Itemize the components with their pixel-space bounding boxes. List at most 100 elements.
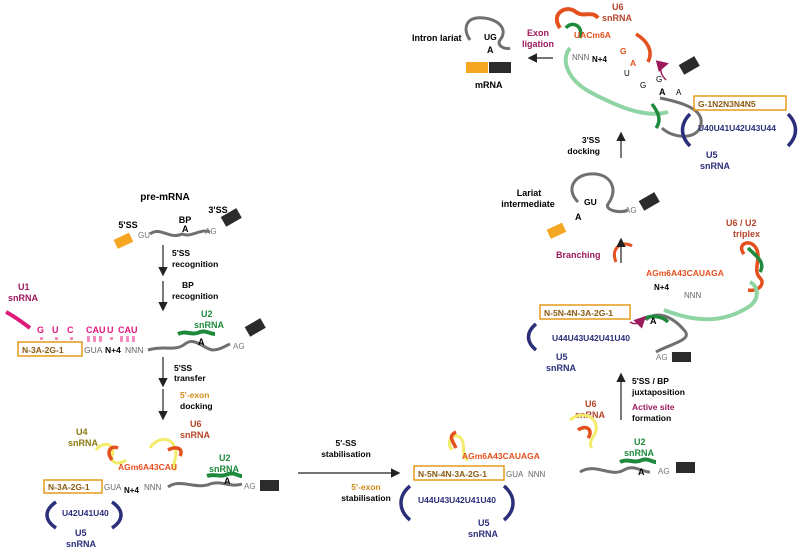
intron-lariat-strand <box>464 16 511 50</box>
u5-label-active: U5 <box>556 352 568 362</box>
gua-label-3: GUA <box>104 483 122 492</box>
step-5ss-transfer: 5'SS <box>174 363 192 373</box>
3-exon-box-5 <box>672 352 691 362</box>
nnn-label-5: NNN <box>684 291 702 300</box>
3-exon-box-3 <box>260 480 279 491</box>
gu-label-6: GU <box>584 197 597 207</box>
u1-base-u: U <box>52 325 59 335</box>
step-5exon-docking-2: docking <box>180 401 213 411</box>
3-exon-box-4 <box>676 462 695 473</box>
u4-label: U4 <box>76 427 88 437</box>
3-exon-box-2 <box>244 318 266 337</box>
5-exon-box-6 <box>546 222 567 239</box>
step-active-site: Active site <box>632 402 675 412</box>
intron-line-2 <box>147 340 231 352</box>
bp-a-5: A <box>650 316 657 326</box>
n4-label-3: N+4 <box>124 486 139 495</box>
mrna-3-exon <box>489 62 511 73</box>
u5-strand-left <box>45 500 123 530</box>
pre-mrna-panel: pre-mRNA 5'SS 3'SS BP GU A AG <box>113 192 242 249</box>
step-5ss-recognition-2: recognition <box>172 259 218 269</box>
exon-ligation-label-2: ligation <box>522 39 554 49</box>
gua-label: GUA <box>84 345 103 355</box>
exon-ligation-label: Exon <box>527 28 549 38</box>
u1-base-c: C <box>67 325 74 335</box>
intron-lariat-label: Intron lariat <box>412 33 462 43</box>
5-exon-box <box>113 232 134 249</box>
step-5ss-stabilisation: 5'-SS <box>336 438 357 448</box>
u5-snrna-label-mid: snRNA <box>468 529 499 539</box>
bp-label: BP <box>179 215 192 225</box>
u2-label-3: U2 <box>219 453 231 463</box>
svg-text:A: A <box>676 88 682 97</box>
intron-line <box>149 229 211 237</box>
u2-snrna-label: snRNA <box>194 320 225 330</box>
u2-snrna-label-4: snRNA <box>624 448 655 458</box>
active-site-panel: U6 / U2 triplex AGm6A43CAUAGA N+4 NNN N-… <box>526 218 764 373</box>
bp-a-2: A <box>198 337 205 347</box>
step-active-site-2: formation <box>632 413 671 423</box>
lariat-a: A <box>487 45 494 55</box>
triplex-label: U6 / U2 <box>726 218 757 228</box>
stabilised-panel: U6 snRNA AGm6A43CAUAGA N-5N-4N-3A-2G-1 G… <box>399 399 695 539</box>
lariat-intermediate-label-2: intermediate <box>501 199 555 209</box>
u4-strand-2 <box>148 438 178 472</box>
u5-snrna-label-active: snRNA <box>546 363 577 373</box>
nnn-label-3: NNN <box>144 483 162 492</box>
u1-base-cau2: CAU <box>118 325 138 335</box>
juxtaposition-step: 5'SS / BP juxtaposition Active site form… <box>616 372 685 423</box>
u6-seq-ligation: UACm6A <box>574 30 611 40</box>
lariat-intermediate-panel: Lariat intermediate GU A AG <box>501 172 660 239</box>
transfer-panel: U4 snRNA U6 snRNA AGm6A43CAU N-3A-2G-1 G… <box>43 419 279 549</box>
3-exon-box-7 <box>678 56 700 75</box>
ug-label: UG <box>484 32 497 42</box>
exon-box-top-text: G-1N2N3N4N5 <box>698 99 756 109</box>
u5-seq-mid: U44U43U42U41U40 <box>418 495 496 505</box>
3-exon-box-6 <box>638 192 660 211</box>
u6-seq-top: AGm6A43CAUAGA <box>646 268 724 278</box>
n4-label-5: N+4 <box>654 283 669 292</box>
gu-label: GU <box>138 231 150 240</box>
left-steps: 5'SS recognition BP recognition 5'SS tra… <box>158 245 218 421</box>
step-5exon-docking: 5'-exon <box>180 390 209 400</box>
3ss-docking-step: 3'SS docking <box>567 131 626 158</box>
gua-label-4: GUA <box>506 470 524 479</box>
step-juxtaposition: 5'SS / BP <box>632 376 669 386</box>
step-5exon-stabilisation-2: stabilisation <box>341 493 391 503</box>
bp-a: A <box>182 224 189 234</box>
intron-line-4 <box>579 466 651 474</box>
3ss-label: 3'SS <box>208 205 227 215</box>
intron-line-7 <box>659 96 703 138</box>
exon-box-active-text: N-5N-4N-3A-2G-1 <box>544 308 613 318</box>
mrna-5-exon <box>466 62 488 73</box>
branching-step: Branching <box>556 237 626 263</box>
exon-box-mid-text: N-5N-4N-3A-2G-1 <box>418 469 487 479</box>
triplex-label-2: triplex <box>733 229 760 239</box>
u5-strand-mid <box>399 484 515 522</box>
exon-box-left-text: N-3A-2G-1 <box>22 345 64 355</box>
exon-ligation-step: Exon ligation Intron lariat UG A mRNA <box>412 16 554 90</box>
bp-a-6: A <box>575 212 582 222</box>
ag-label-2: AG <box>233 342 245 351</box>
stabilisation-step: 5'-SS stabilisation 5'-exon stabilisatio… <box>298 438 401 503</box>
step-5ss-transfer-2: transfer <box>174 373 206 383</box>
u6-label-mid: U6 <box>585 399 597 409</box>
mrna-label: mRNA <box>475 80 503 90</box>
u1-strand <box>5 310 32 330</box>
u6-label-top: U6 <box>612 2 624 12</box>
ag-label-3: AG <box>244 482 256 491</box>
ag-label: AG <box>205 227 217 236</box>
exon-box-transfer <box>43 479 103 494</box>
step-5ss-stabilisation-2: stabilisation <box>321 449 371 459</box>
u5-seq-active: U44U43U42U41U40 <box>552 333 630 343</box>
5ss-label: 5'SS <box>118 220 137 230</box>
ag-label-5: AG <box>656 353 668 362</box>
step-bp-recognition: BP <box>182 280 194 290</box>
u2-label: U2 <box>201 309 213 319</box>
step-5exon-stabilisation: 5'-exon <box>351 482 380 492</box>
u6-snrna-label: snRNA <box>180 430 211 440</box>
ag-label-4: AG <box>658 467 670 476</box>
3-exon-box <box>220 208 242 227</box>
u1-base-u2: U <box>107 325 114 335</box>
